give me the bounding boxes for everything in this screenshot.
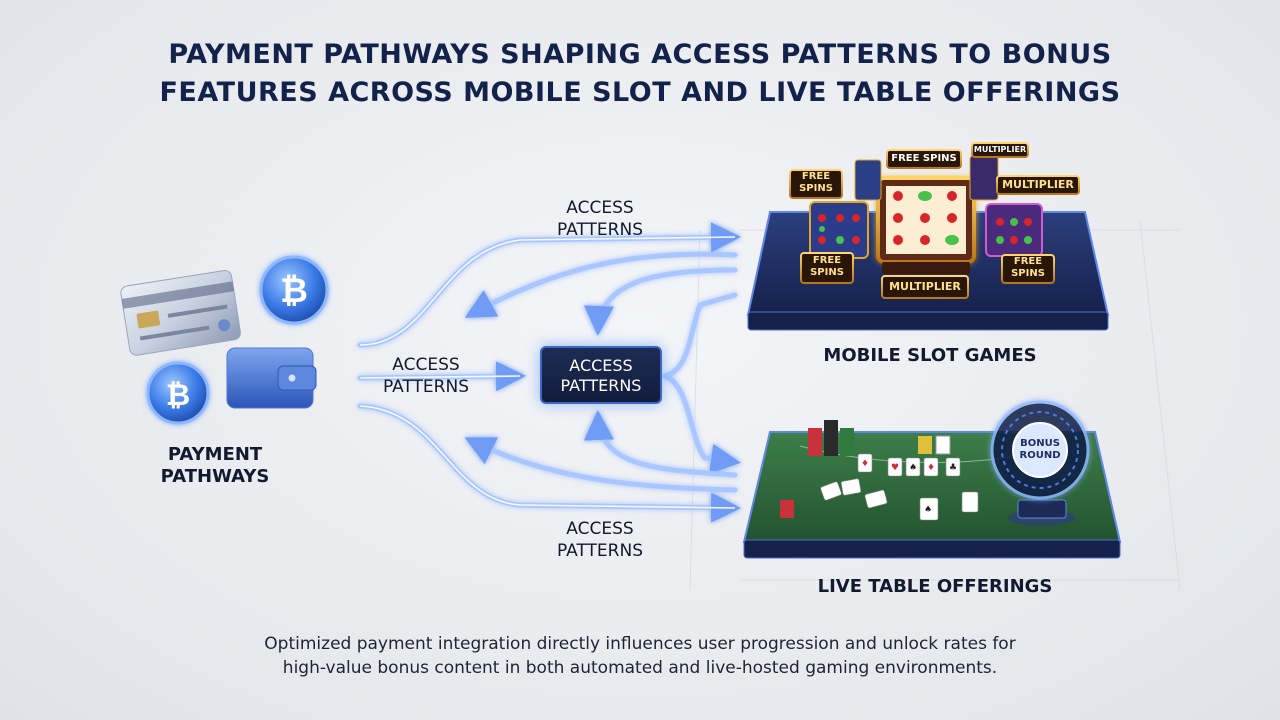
flow-label-left-line-2: PATTERNS [382, 377, 469, 397]
badge-free-spins-bottom-left-line-2: SPINS [810, 267, 844, 278]
slot-games-label: MOBILE SLOT GAMES [823, 345, 1037, 366]
badge-free-spins-left-text: FREE SPINS [790, 171, 842, 195]
bitcoin-icon: ₿ [146, 361, 210, 425]
badge-multiplier-right-text: MULTIPLIER [1002, 178, 1074, 191]
source-label: PAYMENT PATHWAYS [150, 444, 280, 488]
flow-lower-outer [357, 403, 741, 523]
svg-text:₿: ₿ [280, 271, 308, 311]
source-label-line-1: PAYMENT [167, 444, 263, 465]
bonus-round-line-2: ROUND [1019, 450, 1061, 461]
bonus-round-hologram [990, 400, 1090, 526]
badge-multiplier-top [971, 142, 1029, 158]
svg-text:♥: ♥ [891, 463, 899, 473]
badge-multiplier-bottom [881, 275, 969, 299]
hub-line-2: PATTERNS [560, 376, 642, 395]
flow-hub-up [584, 267, 738, 336]
flow-lower-return [464, 437, 738, 493]
title-line-2: FEATURES ACROSS MOBILE SLOT AND LIVE TAB… [159, 77, 1121, 108]
slot-machine-left [809, 201, 869, 259]
slot-machine-back [854, 155, 999, 201]
badge-multiplier-bottom-text: MULTIPLIER [889, 280, 961, 293]
flow-label-top: ACCESS PATTERNS [540, 197, 660, 241]
bitcoin-icon: ₿ [259, 255, 329, 325]
badge-free-spins-left-line-1: FREE [801, 171, 831, 182]
badge-free-spins-bottom-left-line-1: FREE [812, 255, 842, 266]
caption-line-2: high-value bonus content in both automat… [282, 658, 998, 678]
flow-label-top-line-2: PATTERNS [556, 220, 643, 240]
flow-label-bottom-line-2: PATTERNS [556, 541, 643, 561]
svg-text:♠: ♠ [909, 463, 917, 473]
wallet-icon [226, 347, 317, 409]
badge-multiplier-right [996, 175, 1080, 195]
bonus-round-text: BONUS ROUND [1010, 438, 1070, 462]
diagram-caption: Optimized payment integration directly i… [0, 632, 1280, 680]
flow-hub-split-top [662, 292, 738, 379]
badge-free-spins-bottom-left-text: FREE SPINS [801, 255, 853, 279]
badge-free-spins-left-line-2: SPINS [799, 183, 833, 194]
diagram-title: PAYMENT PATHWAYS SHAPING ACCESS PATTERNS… [0, 36, 1280, 112]
title-line-1: PAYMENT PATHWAYS SHAPING ACCESS PATTERNS… [168, 39, 1112, 70]
badge-free-spins-bottom-right-line-2: SPINS [1011, 268, 1045, 279]
credit-card-icon [120, 270, 241, 356]
playing-cards [820, 453, 979, 521]
slot-machine-right [985, 203, 1043, 257]
flow-label-left: ACCESS PATTERNS [366, 354, 486, 398]
badge-free-spins-top-text: FREE SPINS [891, 153, 957, 164]
flow-label-left-line-1: ACCESS [392, 355, 460, 375]
flow-hub-down [583, 410, 738, 478]
slot-machine-center [876, 176, 976, 274]
flow-label-bottom: ACCESS PATTERNS [540, 518, 660, 562]
svg-text:♦: ♦ [861, 459, 869, 469]
flow-hub-split-bottom [662, 373, 741, 474]
flow-label-top-line-1: ACCESS [566, 198, 634, 218]
badge-free-spins-left [789, 169, 843, 199]
badge-free-spins-bottom-right [1001, 254, 1055, 284]
badge-free-spins-bottom-right-text: FREE SPINS [1002, 256, 1054, 280]
hub-line-1: ACCESS [569, 356, 633, 375]
flow-label-bottom-line-1: ACCESS [566, 519, 634, 539]
access-patterns-hub: ACCESS PATTERNS [540, 346, 662, 404]
chip-stack [780, 420, 951, 518]
svg-text:₿: ₿ [166, 378, 190, 413]
badge-multiplier-top-text: MULTIPLIER [973, 145, 1027, 154]
svg-text:♣: ♣ [949, 463, 957, 473]
live-table-label: LIVE TABLE OFFERINGS [817, 576, 1053, 597]
badge-free-spins-top [886, 149, 962, 169]
flow-upper-return [464, 251, 738, 318]
svg-text:♠: ♠ [924, 505, 932, 515]
svg-text:♦: ♦ [927, 463, 935, 473]
slot-platform [746, 155, 1110, 331]
source-label-line-2: PATHWAYS [160, 466, 270, 487]
badge-free-spins-bottom-right-line-1: FREE [1013, 256, 1043, 267]
badge-free-spins-bottom-left [800, 252, 854, 284]
bonus-round-line-1: BONUS [1020, 438, 1060, 449]
caption-line-1: Optimized payment integration directly i… [264, 634, 1016, 654]
